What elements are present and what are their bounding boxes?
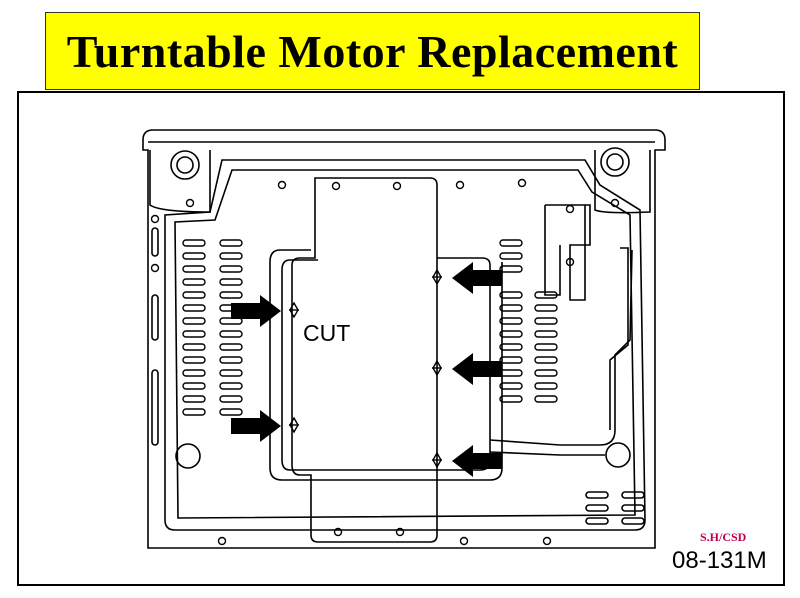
arrow-right-icon (231, 295, 281, 327)
cut-points (289, 268, 442, 469)
right-mount (594, 150, 651, 214)
title-banner: Turntable Motor Replacement (45, 12, 700, 90)
cut-label: CUT (303, 320, 351, 346)
right-vent-slots (499, 239, 558, 403)
author-credit: S.H/CSD (700, 530, 747, 544)
left-vent-slots (182, 239, 243, 416)
arrow-left-icon (452, 445, 502, 477)
arrow-left-icon (452, 353, 502, 385)
arrow-left-icon (452, 262, 502, 294)
figure-code: 08-131M (672, 547, 767, 574)
diagram-frame (17, 91, 785, 586)
right-channel (545, 204, 591, 301)
arrow-right-icon (231, 410, 281, 442)
screw-holes (150, 178, 620, 546)
inner-panel (164, 159, 646, 531)
cut-line (281, 257, 491, 471)
motor-plate (291, 177, 438, 543)
page-title: Turntable Motor Replacement (66, 25, 679, 77)
base-plate-outline (142, 129, 666, 549)
